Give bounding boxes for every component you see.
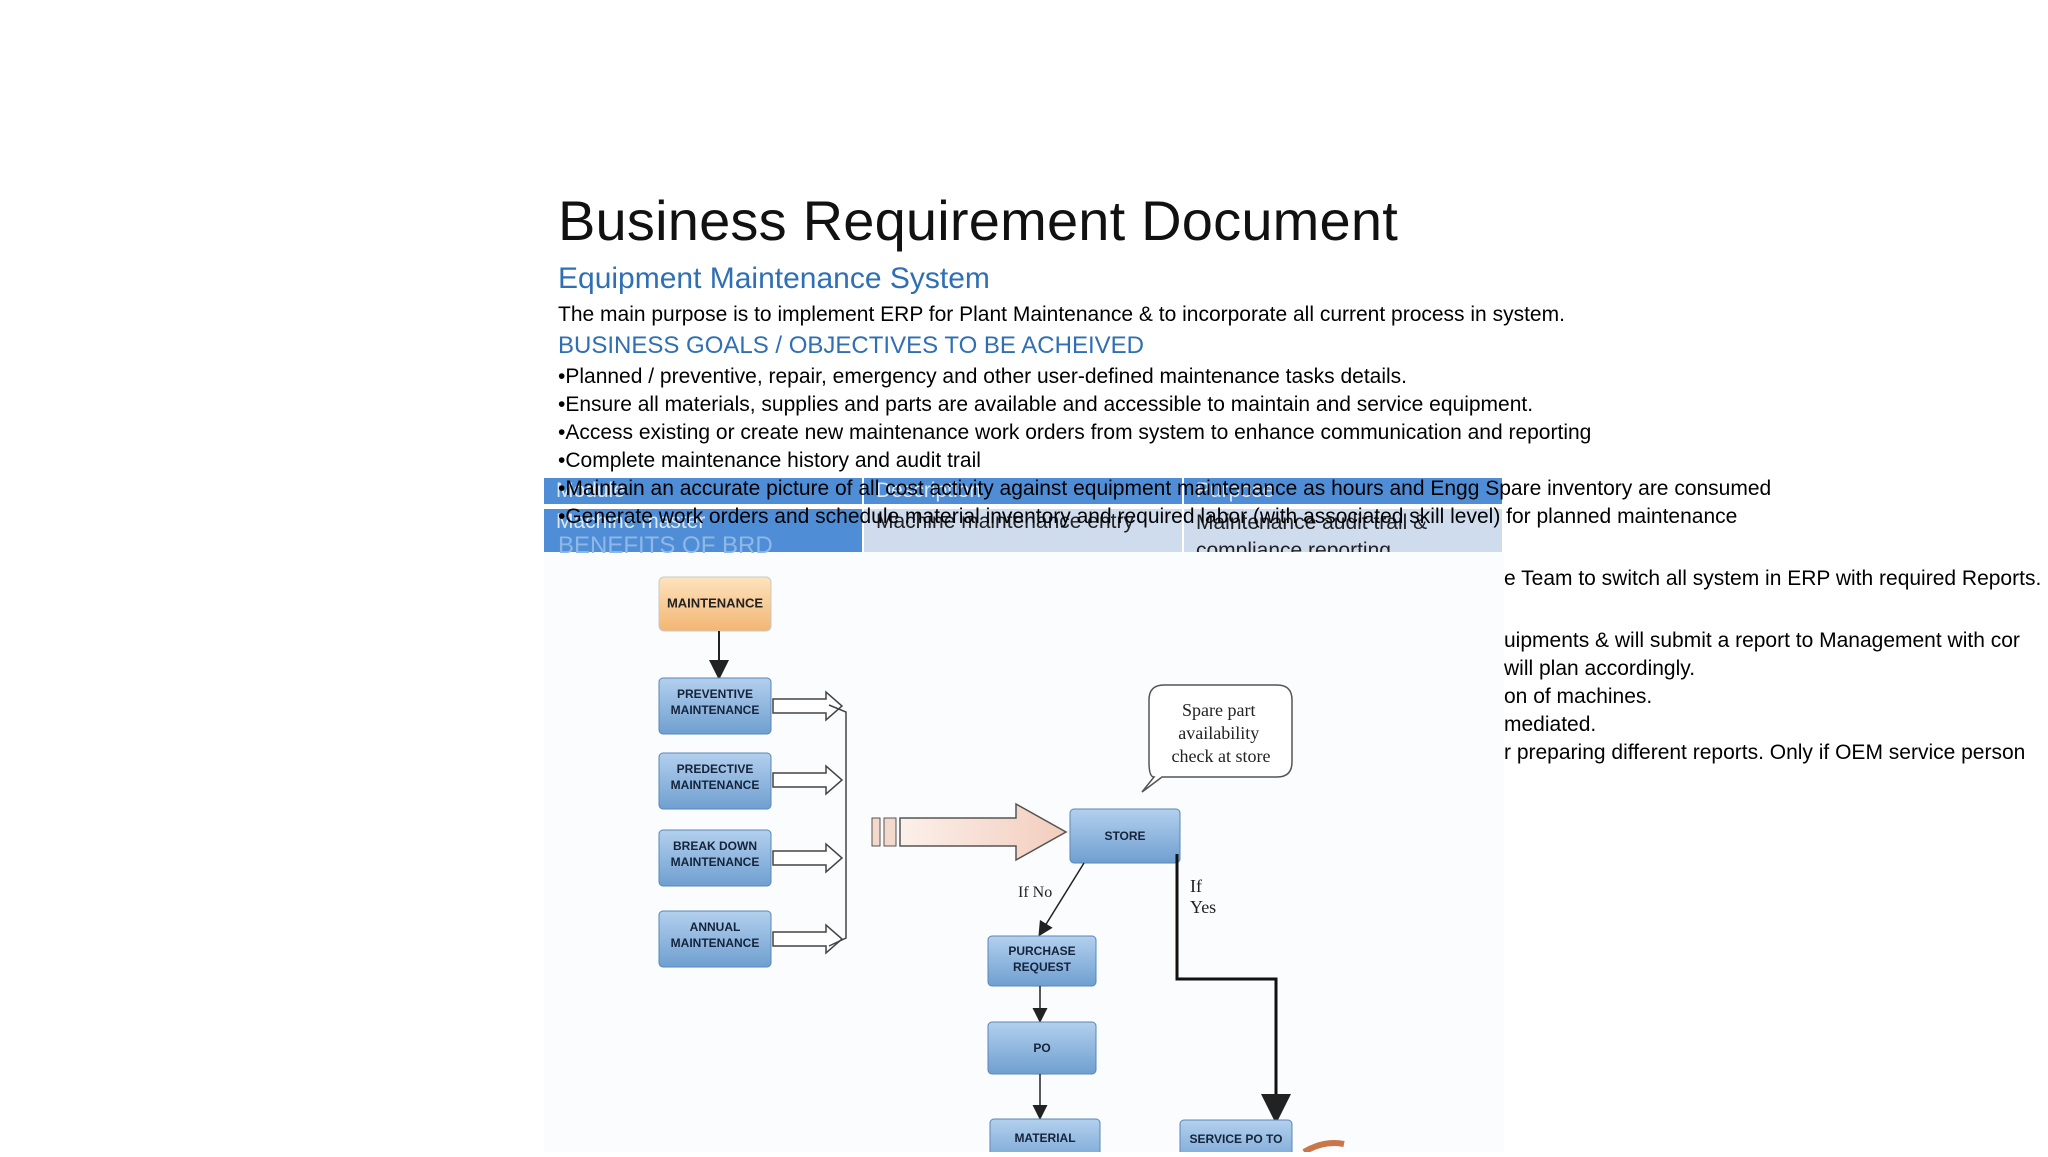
page-title: Business Requirement Document — [558, 189, 1398, 252]
module-table: Module Description Purpose Machine maste… — [544, 478, 1504, 552]
callout-line: check at store — [1172, 746, 1271, 766]
connector-line — [1175, 854, 1291, 1124]
benefit-fragment: r preparing different reports. Only if O… — [1504, 741, 2026, 764]
benefit-fragment: on of machines. — [1504, 685, 1653, 708]
node-label: SERVICE PO TO — [1190, 1132, 1283, 1146]
node-label: STORE — [1104, 829, 1145, 843]
callout-line: Spare part — [1182, 700, 1255, 720]
node-store: STORE — [1069, 808, 1181, 864]
goal-item: •Maintain an accurate picture of all cos… — [558, 477, 1772, 500]
hollow-arrows — [772, 690, 844, 955]
callout-line: availability — [1178, 723, 1259, 743]
table-header-cell: Purpose — [1184, 478, 1504, 504]
callout-spare-part: Spare part availability check at store — [1141, 684, 1293, 793]
node-service-po: SERVICE PO TO — [1179, 1119, 1293, 1157]
connector-line — [1038, 862, 1085, 937]
goal-item: •Generate work orders and schedule mater… — [558, 505, 1738, 528]
node-label: MAINTENANCE — [667, 595, 763, 610]
node-material: MATERIAL — [989, 1118, 1101, 1157]
table-cell: Maintenance audit trail & compliance rep… — [1184, 509, 1504, 552]
benefit-fragment: will plan accordingly. — [1504, 657, 1696, 680]
table-cell: Machine maintenance entry — [864, 509, 1184, 552]
bracket — [828, 704, 847, 947]
table-row: Machine master Machine maintenance entry… — [544, 509, 1504, 552]
svg-text:Spare part availabilit: Spare part availability check at store — [1172, 700, 1271, 766]
partial-arrow — [1302, 1140, 1345, 1155]
benefit-fragment: e Team to switch all system in ERP with … — [1504, 567, 2042, 590]
table-header-row: Module Description Purpose — [544, 478, 1504, 504]
goal-item: •Access existing or create new maintenan… — [558, 421, 1592, 444]
node-po: PO — [987, 1021, 1097, 1075]
table-header-cell: Module — [544, 478, 864, 504]
document-subtitle: Equipment Maintenance System — [558, 262, 990, 295]
purpose-text: The main purpose is to implement ERP for… — [558, 303, 1565, 326]
goals-heading: BUSINESS GOALS / OBJECTIVES TO BE ACHEIV… — [558, 332, 1144, 359]
goal-item: •Complete maintenance history and audit … — [558, 449, 981, 472]
benefits-heading: BENEFITS OF BRD — [558, 532, 773, 559]
goal-item: •Ensure all materials, supplies and part… — [558, 393, 1534, 416]
node-maintenance: MAINTENANCE — [658, 576, 772, 632]
label-if-yes: If Yes — [1190, 876, 1216, 917]
node-label: PO — [1033, 1041, 1050, 1055]
node-label: MATERIAL — [1014, 1131, 1075, 1145]
label-if-no: If No — [1018, 884, 1052, 901]
goal-item: •Planned / preventive, repair, emergency… — [558, 365, 1408, 388]
benefit-fragment: uipments & will submit a report to Manag… — [1504, 629, 2020, 652]
benefit-fragment: mediated. — [1504, 713, 1597, 736]
big-arrow — [871, 802, 1068, 862]
table-header-cell: Description — [864, 478, 1184, 504]
table-cell: Machine master — [544, 509, 864, 552]
